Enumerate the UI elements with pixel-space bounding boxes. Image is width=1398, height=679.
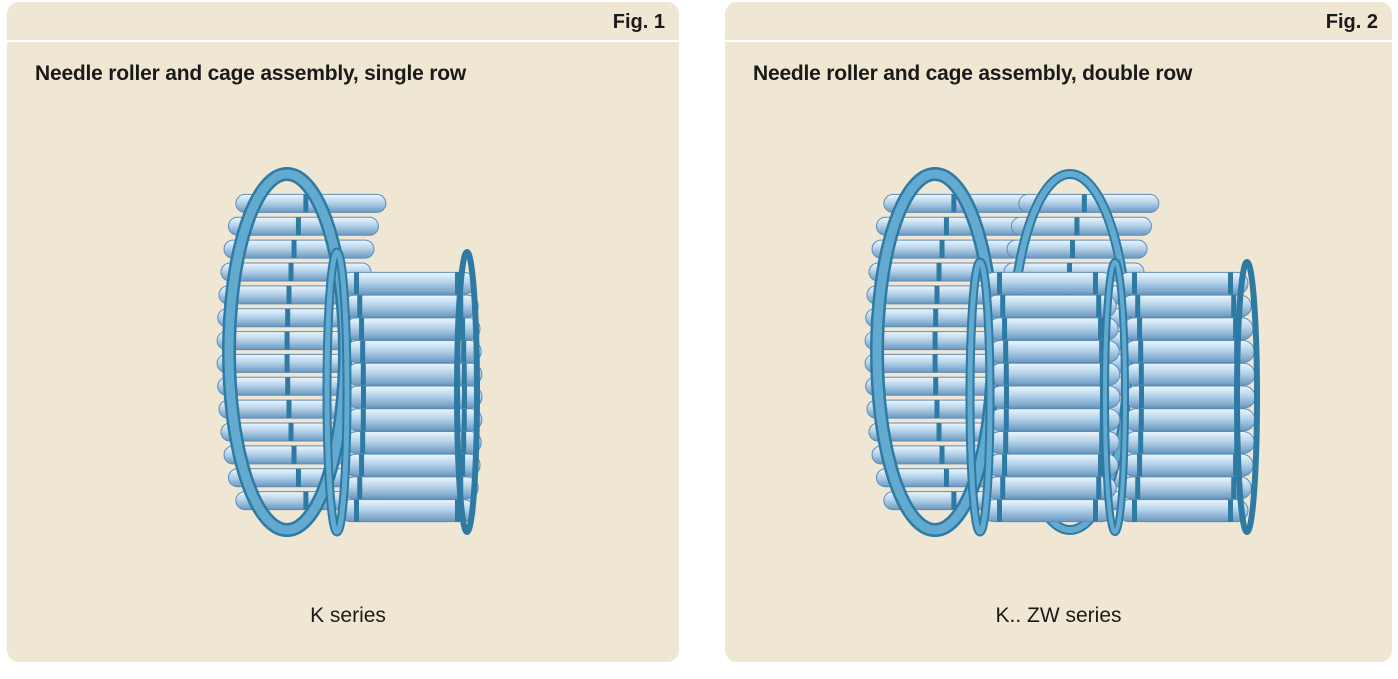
figure-header: Fig. 2 [725, 2, 1392, 42]
needle-roller-cage-single-row-icon [216, 167, 483, 537]
figure-title: Needle roller and cage assembly, double … [753, 62, 1193, 85]
figure-label: Fig. 1 [612, 11, 665, 33]
figure-panel-1: Fig. 1 Needle roller and cage assembly, … [7, 2, 679, 662]
figure-title: Needle roller and cage assembly, single … [35, 62, 467, 85]
figure-caption: K.. ZW series [995, 604, 1122, 627]
figure-panel-2: Fig. 2 Needle roller and cage assembly, … [725, 2, 1392, 662]
figure-caption: K series [310, 604, 386, 627]
figure-header: Fig. 1 [7, 2, 679, 42]
needle-roller-cage-double-row-icon [864, 167, 1260, 537]
figure-label: Fig. 2 [1325, 11, 1378, 33]
